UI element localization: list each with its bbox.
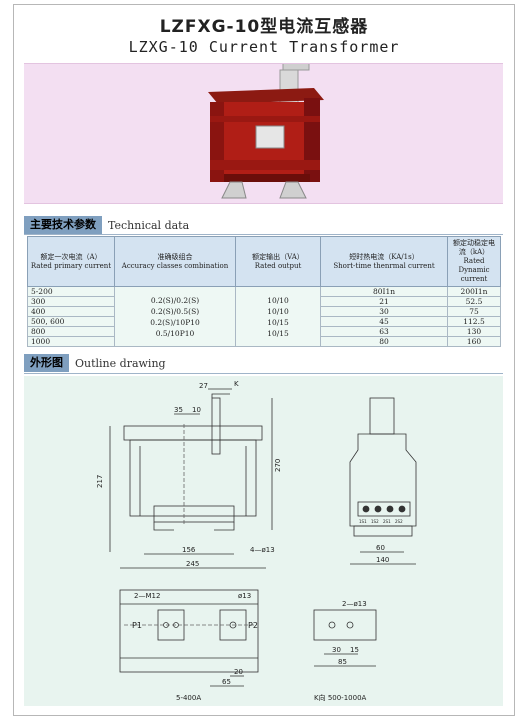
header-rated-output: 额定输出（VA）Rated output	[235, 236, 321, 287]
header-rated-primary: 额定一次电流（A）Rated primary current	[27, 236, 115, 287]
label-p2: P2	[248, 621, 258, 630]
outline-drawing-tag: 外形图	[24, 354, 69, 372]
dim-270: 270	[274, 459, 282, 472]
dim-85: 85	[338, 658, 347, 666]
technical-data-tag: 主要技术参数	[24, 216, 102, 234]
dim-10: 10	[192, 406, 201, 414]
dim-140: 140	[376, 556, 389, 564]
dim-2-holes: 2—ø13	[342, 600, 367, 608]
outline-drawing-label: Outline drawing	[75, 356, 166, 370]
outline-drawing-heading: 外形图 Outline drawing	[24, 354, 166, 372]
outline-drawing-area: 217 270 27 K 35 10 156 245 4—ø13 1S1 1S2…	[24, 376, 503, 706]
dim-60: 60	[376, 544, 385, 552]
dim-30: 30	[332, 646, 341, 654]
dim-65: 65	[222, 678, 231, 686]
section-divider	[24, 373, 503, 374]
dim-4-holes: 4—ø13	[250, 546, 275, 554]
technical-data-heading: 主要技术参数 Technical data	[24, 216, 189, 234]
dim-d13: ø13	[238, 592, 251, 600]
dim-156: 156	[182, 546, 196, 554]
technical-data-label: Technical data	[108, 218, 190, 232]
dim-217: 217	[96, 475, 104, 488]
dim-20: 20	[234, 668, 243, 676]
section-divider	[24, 234, 503, 235]
caption-500-1000a: K向 500-1000A	[314, 693, 367, 702]
transformer-photo	[208, 61, 324, 199]
terminal-2s2: 2S2	[395, 519, 403, 524]
terminal-1s2: 1S2	[371, 519, 379, 524]
terminal-1s1: 1S1	[359, 519, 367, 524]
table-row: 5-200 0.2(S)/0.2(S)0.2(S)/0.5(S) 0.2(S)/…	[27, 286, 501, 347]
dim-m12: 2—M12	[134, 592, 160, 600]
caption-5-400a: 5-400A	[176, 694, 201, 702]
product-photo-area	[24, 61, 503, 204]
title-chinese: LZFXG-10型电流互感器	[159, 17, 369, 37]
terminal-2s1: 2S1	[383, 519, 391, 524]
dim-15: 15	[350, 646, 359, 654]
dim-35: 35	[174, 406, 183, 414]
label-p1: P1	[132, 621, 142, 630]
dim-k: K	[234, 380, 239, 388]
dim-245: 245	[186, 560, 199, 568]
header-dynamic-current: 额定动稳定电流（kA）Rated Dynamic current	[447, 236, 501, 287]
dim-27: 27	[199, 382, 208, 390]
title-english: LZXG-10 Current Transformer	[128, 38, 400, 56]
header-thermal-current: 短时热电流（KA/1s）Short-time thenrmal current	[320, 236, 448, 287]
outline-drawing: 217 270 27 K 35 10 156 245 4—ø13 1S1 1S2…	[96, 380, 417, 702]
